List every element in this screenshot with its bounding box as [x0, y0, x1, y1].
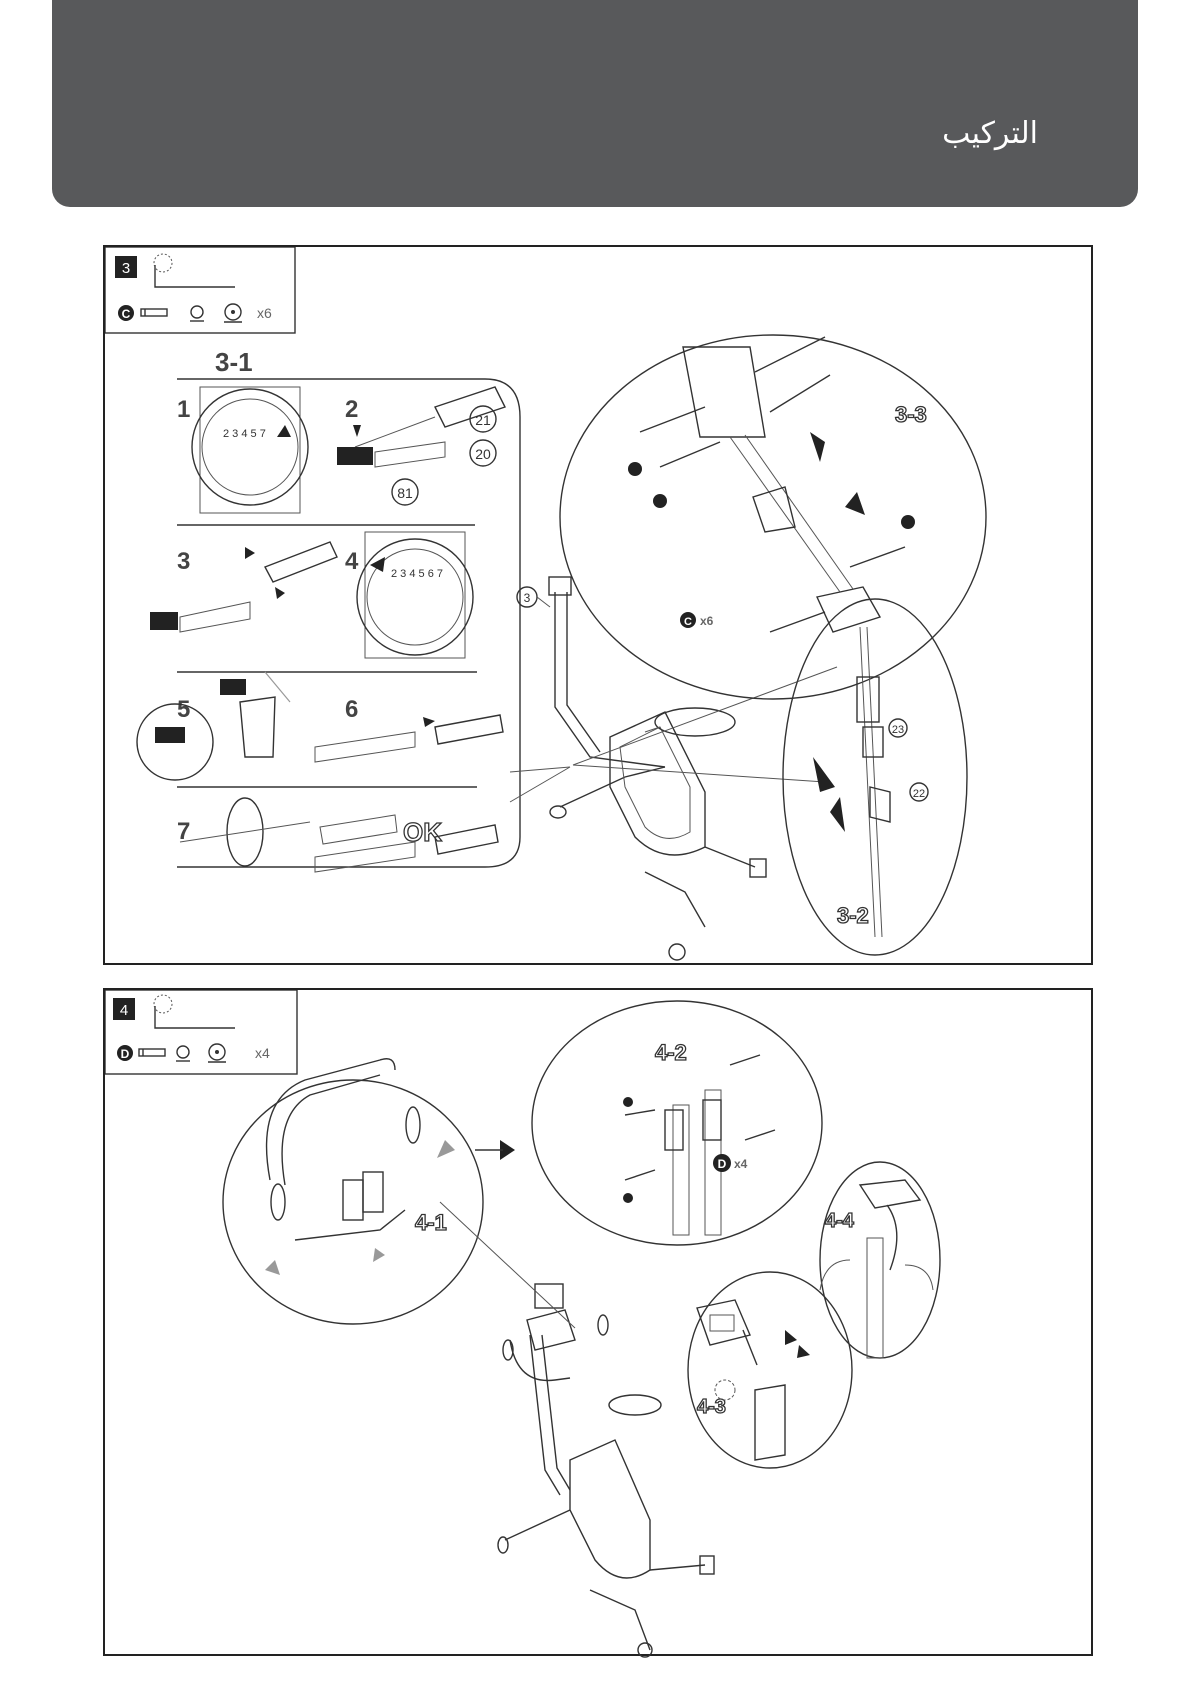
- step-3-panel: 3 C x6 3-1 1 2 3 4 5 6 7 OK 2 3 4 5: [103, 245, 1093, 965]
- part-23-label: 23: [892, 724, 904, 736]
- substep-3-3-detail: [560, 335, 986, 699]
- substep-4-3-label: 4-3: [697, 1396, 726, 1418]
- tension-step-2: 2: [345, 396, 358, 423]
- console-sketch: [697, 1300, 810, 1460]
- detail-hardware-letter: C: [684, 616, 692, 628]
- handlebar-bracket-sketch: [625, 1055, 775, 1235]
- header-bar: التركيب: [52, 0, 1138, 207]
- tension-step-4: 4: [345, 548, 359, 575]
- detail-hardware-letter: D: [718, 1157, 727, 1171]
- hardware-quantity: x6: [257, 305, 272, 321]
- hardware-quantity: x4: [255, 1045, 270, 1061]
- substep-4-2-label: 4-2: [655, 1040, 687, 1065]
- part-3-label: 3: [524, 591, 531, 605]
- tension-dial-b: [357, 532, 473, 658]
- substep-4-2-detail: [532, 1001, 822, 1245]
- detail-hardware-quantity: x6: [700, 614, 714, 628]
- reassemble-sketch: [315, 715, 503, 762]
- bolt-c-badge-a: [628, 462, 642, 476]
- dial-numbers-b: 2 3 4 5 6 7: [391, 568, 443, 580]
- substep-3-2-detail: [783, 599, 967, 955]
- step-4-panel: 4 D x4 4-1 4-2: [103, 988, 1093, 1656]
- cable-connector-sketch: [813, 627, 890, 937]
- substep-4-1-label: 4-1: [415, 1210, 447, 1235]
- step-number: 4: [120, 1002, 128, 1019]
- step-4-illustration: 4 D x4 4-1 4-2: [105, 990, 1095, 1658]
- rotate-knob-sketch: [180, 798, 397, 866]
- bolt-row-top: [640, 337, 905, 632]
- bolt-c-badge-b: [653, 494, 667, 508]
- substep-4-4-label: 4-4: [825, 1210, 855, 1232]
- detail-hardware-quantity: x4: [734, 1157, 748, 1171]
- hardware-letter: D: [121, 1047, 130, 1061]
- substep-3-3-label: 3-3: [895, 402, 927, 427]
- tension-step-1: 1: [177, 396, 190, 423]
- hardware-letter: C: [122, 307, 131, 321]
- substep-4-3-detail: [688, 1272, 852, 1468]
- tube-joint-sketch: [683, 347, 880, 632]
- bolt-d-badge-b: [623, 1193, 633, 1203]
- bike-assembly-sketch: [498, 1284, 714, 1657]
- discard-cap-sketch: [137, 672, 290, 780]
- part-81-label: 81: [397, 485, 413, 501]
- step-3-illustration: 3 C x6 3-1 1 2 3 4 5 6 7 OK 2 3 4 5: [105, 247, 1095, 967]
- tension-step-5: 5: [177, 696, 190, 723]
- console-cable-sketch: [820, 1180, 933, 1358]
- tension-dial-a: [192, 387, 308, 513]
- bolt-c-badge-c: [901, 515, 915, 529]
- tension-step-3: 3: [177, 548, 190, 575]
- substep-4-4-detail: [820, 1162, 940, 1358]
- page-title: التركيب: [942, 116, 1038, 151]
- substep-3-2-label: 3-2: [837, 903, 869, 928]
- tension-step-6: 6: [345, 696, 358, 723]
- bolt-d-badge-a: [623, 1097, 633, 1107]
- part-21-label: 21: [475, 412, 491, 428]
- handlebar-sketch: [265, 1059, 455, 1275]
- dial-numbers-a: 2 3 4 5 7: [223, 428, 266, 440]
- substep-3-1-label: 3-1: [215, 347, 253, 377]
- part-20-label: 20: [475, 446, 491, 462]
- bike-frame-sketch: [549, 577, 766, 960]
- substep-4-1-detail: [223, 1080, 483, 1324]
- part-22-label: 22: [913, 788, 925, 800]
- step-number: 3: [122, 260, 130, 277]
